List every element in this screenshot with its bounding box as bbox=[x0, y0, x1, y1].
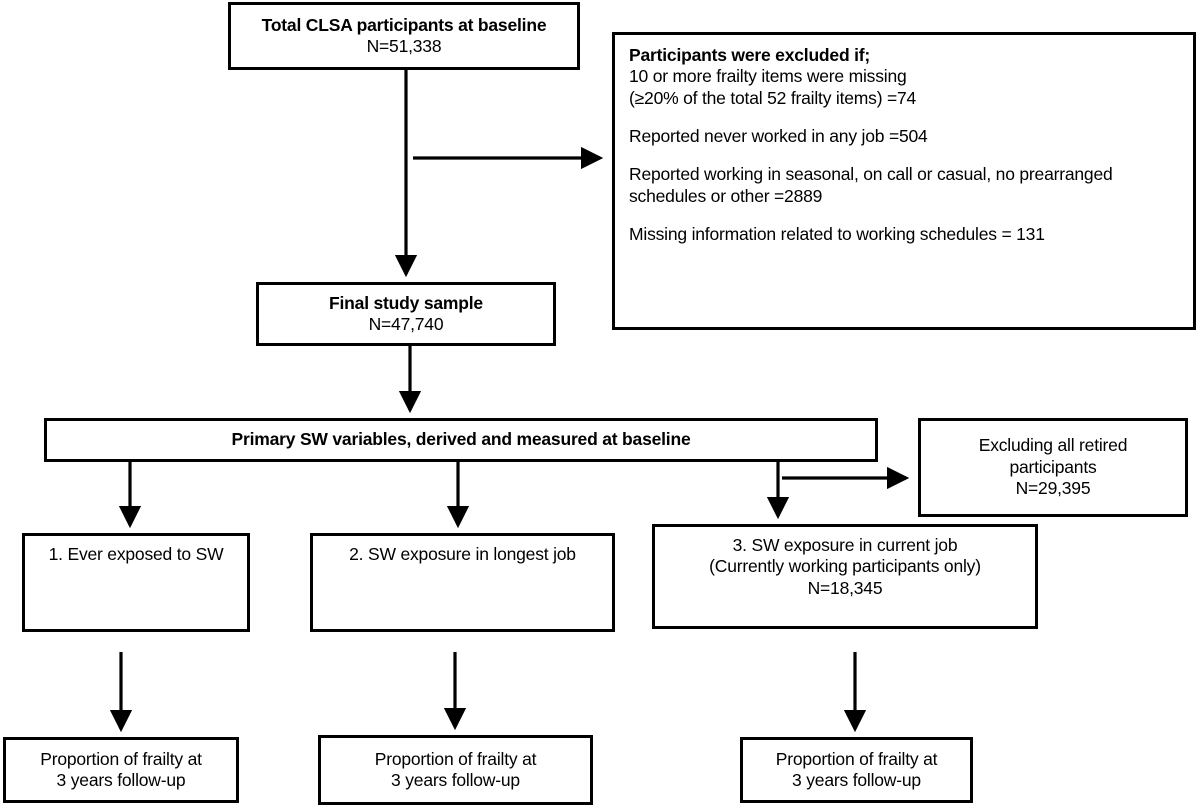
exclusions-line-4: Reported working in seasonal, on call or… bbox=[629, 164, 1113, 185]
node-retired-excluded: Excluding all retired participants N=29,… bbox=[918, 418, 1188, 517]
exposure-2-label: 2. SW exposure in longest job bbox=[349, 544, 576, 564]
outcome-3-line-1: Proportion of frailty at bbox=[775, 748, 938, 769]
node-exposure-longest-job: 2. SW exposure in longest job bbox=[310, 533, 615, 632]
exposure-3-line-1: 3. SW exposure in current job bbox=[732, 535, 958, 555]
retired-excluded-count: N=29,395 bbox=[1015, 478, 1091, 499]
exclusions-line-6: Missing information related to working s… bbox=[629, 224, 1045, 245]
total-participants-count: N=51,338 bbox=[366, 36, 442, 56]
outcome-1-line-2: 3 years follow-up bbox=[56, 770, 186, 790]
node-exposure-ever-sw: 1. Ever exposed to SW bbox=[22, 533, 250, 632]
retired-excluded-line-1: Excluding all retired bbox=[978, 435, 1128, 456]
node-outcome-frailty-2: Proportion of frailty at 3 years follow-… bbox=[318, 735, 593, 805]
exclusions-line-1: 10 or more frailty items were missing bbox=[629, 66, 907, 87]
exposure-3-count: N=18,345 bbox=[807, 577, 883, 598]
node-total-participants: Total CLSA participants at baseline N=51… bbox=[228, 2, 580, 70]
node-exposure-current-job: 3. SW exposure in current job (Currently… bbox=[652, 524, 1038, 629]
outcome-1-line-1: Proportion of frailty at bbox=[40, 748, 202, 769]
exclusions-line-5: schedules or other =2889 bbox=[629, 185, 823, 206]
primary-variables-heading: Primary SW variables, derived and measur… bbox=[231, 429, 691, 450]
outcome-2-line-2: 3 years follow-up bbox=[391, 770, 520, 790]
node-outcome-frailty-3: Proportion of frailty at 3 years follow-… bbox=[740, 737, 973, 803]
final-sample-heading: Final study sample bbox=[329, 292, 483, 313]
final-sample-count: N=47,740 bbox=[368, 314, 444, 334]
retired-excluded-line-2: participants bbox=[1009, 456, 1097, 477]
node-outcome-frailty-1: Proportion of frailty at 3 years follow-… bbox=[3, 737, 239, 803]
exclusions-line-3: Reported never worked in any job =504 bbox=[629, 126, 928, 147]
exclusions-heading: Participants were excluded if; bbox=[629, 45, 871, 65]
outcome-2-line-1: Proportion of frailty at bbox=[374, 748, 537, 769]
node-primary-sw-variables: Primary SW variables, derived and measur… bbox=[44, 418, 878, 462]
exposure-1-label: 1. Ever exposed to SW bbox=[48, 544, 224, 564]
exposure-3-line-2: (Currently working participants only) bbox=[709, 556, 981, 577]
node-exclusions: Participants were excluded if; 10 or mor… bbox=[612, 32, 1196, 330]
node-final-study-sample: Final study sample N=47,740 bbox=[256, 282, 556, 346]
total-participants-heading: Total CLSA participants at baseline bbox=[261, 14, 547, 35]
outcome-3-line-2: 3 years follow-up bbox=[792, 770, 921, 790]
exclusions-line-2: (≥20% of the total 52 frailty items) =74 bbox=[629, 87, 917, 108]
